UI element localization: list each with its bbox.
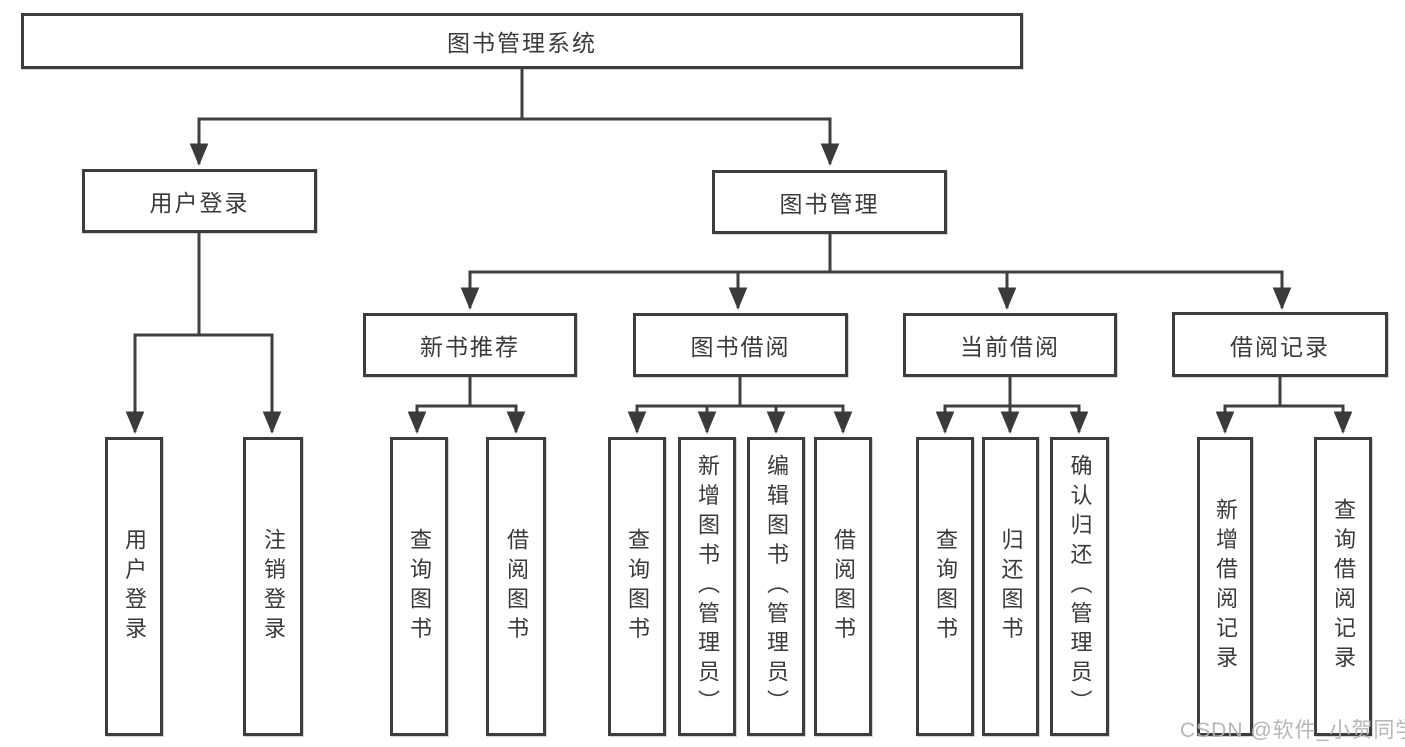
leaf-borrow-books-recommend: 借阅图书 <box>486 437 546 736</box>
node-book-borrowing: 图书借阅 <box>633 313 848 377</box>
csdn-watermark: CSDN @软件_小贺同学 <box>1180 719 1405 742</box>
leaf-logout: 注销登录 <box>243 437 303 736</box>
leaf-add-borrow-record: 新增借阅记录 <box>1197 437 1253 736</box>
node-current-borrowing: 当前借阅 <box>903 313 1117 377</box>
leaf-query-books-borrowing: 查询图书 <box>608 437 666 736</box>
node-new-book-recommend: 新书推荐 <box>363 313 577 377</box>
leaf-borrow-books-borrowing: 借阅图书 <box>814 437 872 736</box>
leaf-query-books-current: 查询图书 <box>916 437 974 736</box>
node-book-management: 图书管理 <box>712 170 947 234</box>
leaf-add-books-admin: 新增图书（管理员） <box>678 437 736 736</box>
node-root-system: 图书管理系统 <box>21 13 1023 69</box>
node-borrowing-records: 借阅记录 <box>1172 312 1388 377</box>
leaf-query-books-recommend: 查询图书 <box>390 437 448 736</box>
node-user-login: 用户登录 <box>82 169 317 233</box>
leaf-return-books: 归还图书 <box>982 437 1039 736</box>
leaf-edit-books-admin: 编辑图书（管理员） <box>747 437 805 736</box>
leaf-user-login: 用户登录 <box>105 437 163 736</box>
leaf-query-borrow-record: 查询借阅记录 <box>1314 437 1372 736</box>
leaf-confirm-return-admin: 确认归还（管理员） <box>1050 437 1109 736</box>
